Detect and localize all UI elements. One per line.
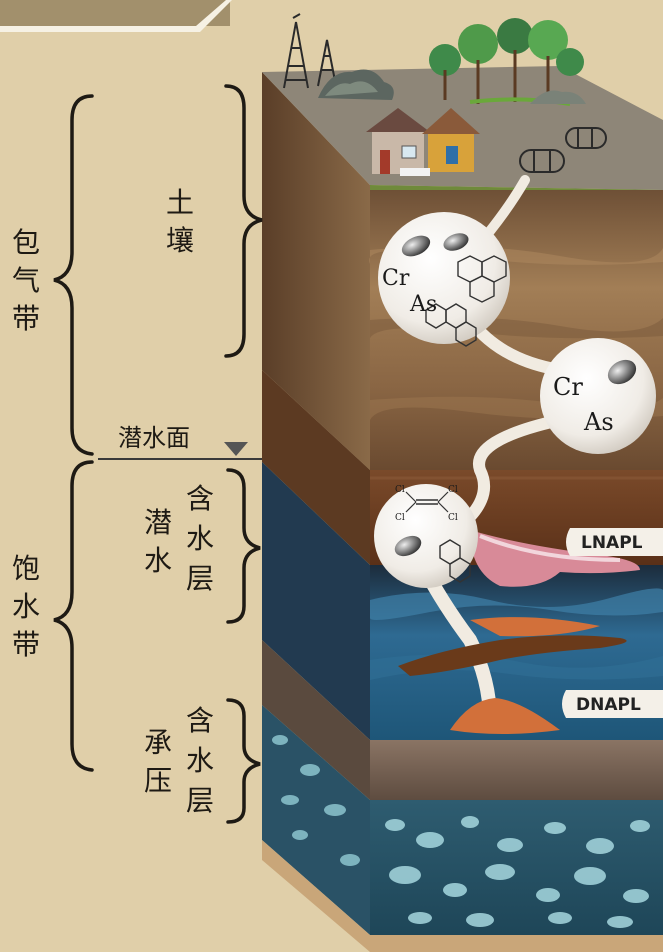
zone-braces — [53, 84, 263, 824]
vadose-brace — [53, 94, 94, 456]
soil-char-2: 壤 — [166, 224, 194, 257]
bacteria-icon — [394, 535, 422, 557]
saturated-char-1: 饱 — [12, 552, 40, 585]
label-saturated-zone: 饱 水 带 — [12, 552, 40, 661]
label-water-table: 潜水面 — [118, 424, 190, 452]
chem-label-cl: Cl — [395, 485, 405, 495]
aquifer1-char-1: 含 — [186, 482, 214, 515]
naphthalene-molecule-icon — [439, 539, 471, 583]
oil-derrick-icon — [283, 13, 337, 89]
saturated-char-3: 带 — [12, 628, 40, 661]
vadose-char-1: 包 — [12, 226, 40, 259]
waste-pile-right-icon — [530, 90, 586, 104]
contaminant-bubble-3: Cl Cl Cl Cl — [374, 484, 478, 588]
label-vadose-zone: 包 气 带 — [12, 226, 40, 335]
dichloroethene-molecule-icon: Cl Cl Cl Cl — [395, 485, 458, 523]
chem-label-as: As — [409, 292, 437, 317]
chem-label-cl: Cl — [395, 513, 405, 523]
lnapl-tag: LNAPL — [566, 528, 663, 556]
label-soil: 土 壤 — [166, 186, 194, 257]
unconfined-char-2: 水 — [144, 544, 172, 577]
unconfined-brace — [226, 468, 261, 624]
aquifer1-char-2: 水 — [186, 522, 214, 555]
waste-pile-icon — [318, 69, 394, 100]
unconfined-char-1: 潜 — [144, 506, 172, 539]
chem-label-as: As — [583, 408, 614, 436]
trees-icon — [429, 18, 584, 106]
pyrene-molecule-icon — [457, 255, 507, 303]
label-unconfined: 潜 水 — [144, 506, 172, 577]
label-aquifer-2: 含 水 层 — [186, 704, 214, 817]
water-table-marker — [98, 442, 262, 460]
lnapl-label: LNAPL — [581, 533, 643, 553]
chem-label-cr: Cr — [553, 373, 583, 401]
bacteria-icon — [401, 235, 431, 257]
confining-layer — [370, 740, 663, 800]
confined-char-2: 压 — [144, 764, 172, 797]
chem-label-cl: Cl — [448, 485, 458, 495]
contaminant-bubble-1: Cr As — [378, 212, 510, 347]
aquifer2-char-3: 层 — [186, 784, 214, 817]
bedrock-strip — [370, 935, 663, 952]
saturated-brace — [53, 460, 94, 772]
confined-char-1: 承 — [144, 726, 172, 759]
block-left-face — [262, 72, 370, 952]
chem-label-cr: Cr — [382, 266, 410, 291]
house-icon — [366, 108, 480, 176]
dnapl-label: DNAPL — [576, 695, 641, 715]
lnapl-plume — [470, 530, 640, 587]
label-aquifer-1: 含 水 层 — [186, 482, 214, 595]
aquifer2-char-1: 含 — [186, 704, 214, 737]
dnapl-plume — [398, 617, 627, 734]
aquifer1-char-3: 层 — [186, 562, 214, 595]
confined-aquifer — [272, 735, 663, 935]
chem-label-cl: Cl — [448, 513, 458, 523]
benzo-molecule-icon — [425, 303, 477, 347]
corner-frame — [0, 0, 232, 32]
confined-brace — [226, 698, 261, 824]
soil-char-1: 土 — [166, 186, 194, 219]
aquifer2-char-2: 水 — [186, 744, 214, 777]
saturated-char-2: 水 — [12, 590, 40, 623]
vadose-char-2: 气 — [12, 264, 40, 297]
dnapl-tag: DNAPL — [562, 690, 663, 718]
soil-brace — [224, 84, 263, 358]
bacteria-icon — [607, 359, 637, 385]
vadose-char-3: 带 — [12, 302, 40, 335]
water-table-triangle-icon — [224, 442, 248, 456]
bacteria-icon — [443, 233, 469, 251]
contaminant-bubble-2: Cr As — [540, 338, 656, 454]
label-confined: 承 压 — [144, 726, 172, 797]
storage-tank-icon — [519, 127, 607, 173]
